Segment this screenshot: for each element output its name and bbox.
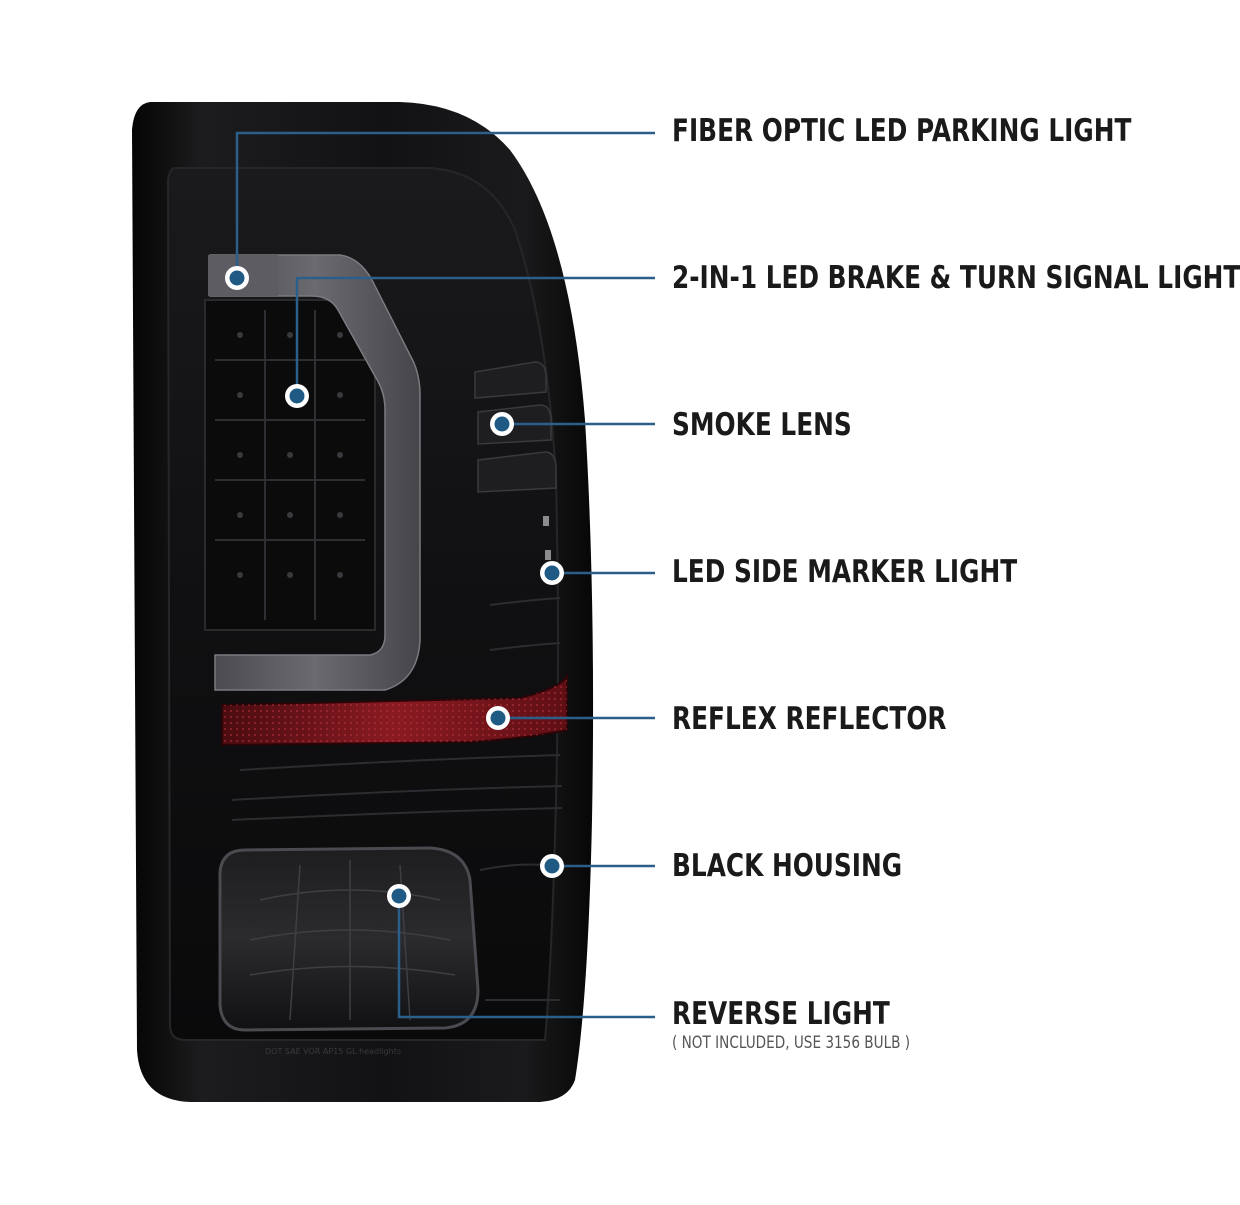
label-reflex-reflector: REFLEX REFLECTOR (672, 701, 947, 737)
callout-dot-smoke-lens (494, 416, 510, 432)
tail-light-diagram: DOT SAE VOR AP15 GL headlights FIBER OPT… (132, 102, 1240, 1102)
callout-dot-reverse-light (391, 888, 407, 904)
leader-line-brake-turn (295, 276, 655, 396)
housing-ribs (231, 597, 563, 821)
lens-imprint: DOT SAE VOR AP15 GL headlights (265, 1047, 401, 1056)
label-side-marker: LED SIDE MARKER LIGHT (672, 554, 1018, 590)
label-brake-turn: 2-IN-1 LED BRAKE & TURN SIGNAL LIGHT (672, 260, 1240, 296)
tail-light-illustration: DOT SAE VOR AP15 GL headlights (132, 102, 655, 1102)
leader-line-fiber-optic (235, 131, 655, 278)
callout-leaders (235, 131, 655, 1019)
callout-dot-side-marker (544, 565, 560, 581)
reverse-light-lens (218, 846, 480, 1032)
label-fiber-optic: FIBER OPTIC LED PARKING LIGHT (672, 113, 1132, 149)
callout-dot-brake-turn (289, 388, 305, 404)
callout-dot-reflex-reflector (490, 710, 506, 726)
smoke-lens-ribs (474, 361, 557, 493)
label-black-housing: BLACK HOUSING (672, 848, 903, 884)
callout-dot-black-housing (544, 858, 560, 874)
callout-dots (225, 266, 564, 908)
led-chamber (204, 299, 376, 631)
label-reverse-light: REVERSE LIGHT (672, 996, 890, 1032)
led-grid (215, 310, 365, 620)
label-smoke-lens: SMOKE LENS (672, 407, 852, 443)
leader-line-reverse-light (397, 896, 655, 1019)
label-reverse-light-note: ( NOT INCLUDED, USE 3156 BULB ) (672, 1033, 911, 1053)
fiber-optic-tube (209, 254, 421, 691)
reflex-reflector-mesh (222, 676, 567, 745)
callout-dot-fiber-optic (229, 270, 245, 286)
side-marker-slots (543, 516, 551, 560)
